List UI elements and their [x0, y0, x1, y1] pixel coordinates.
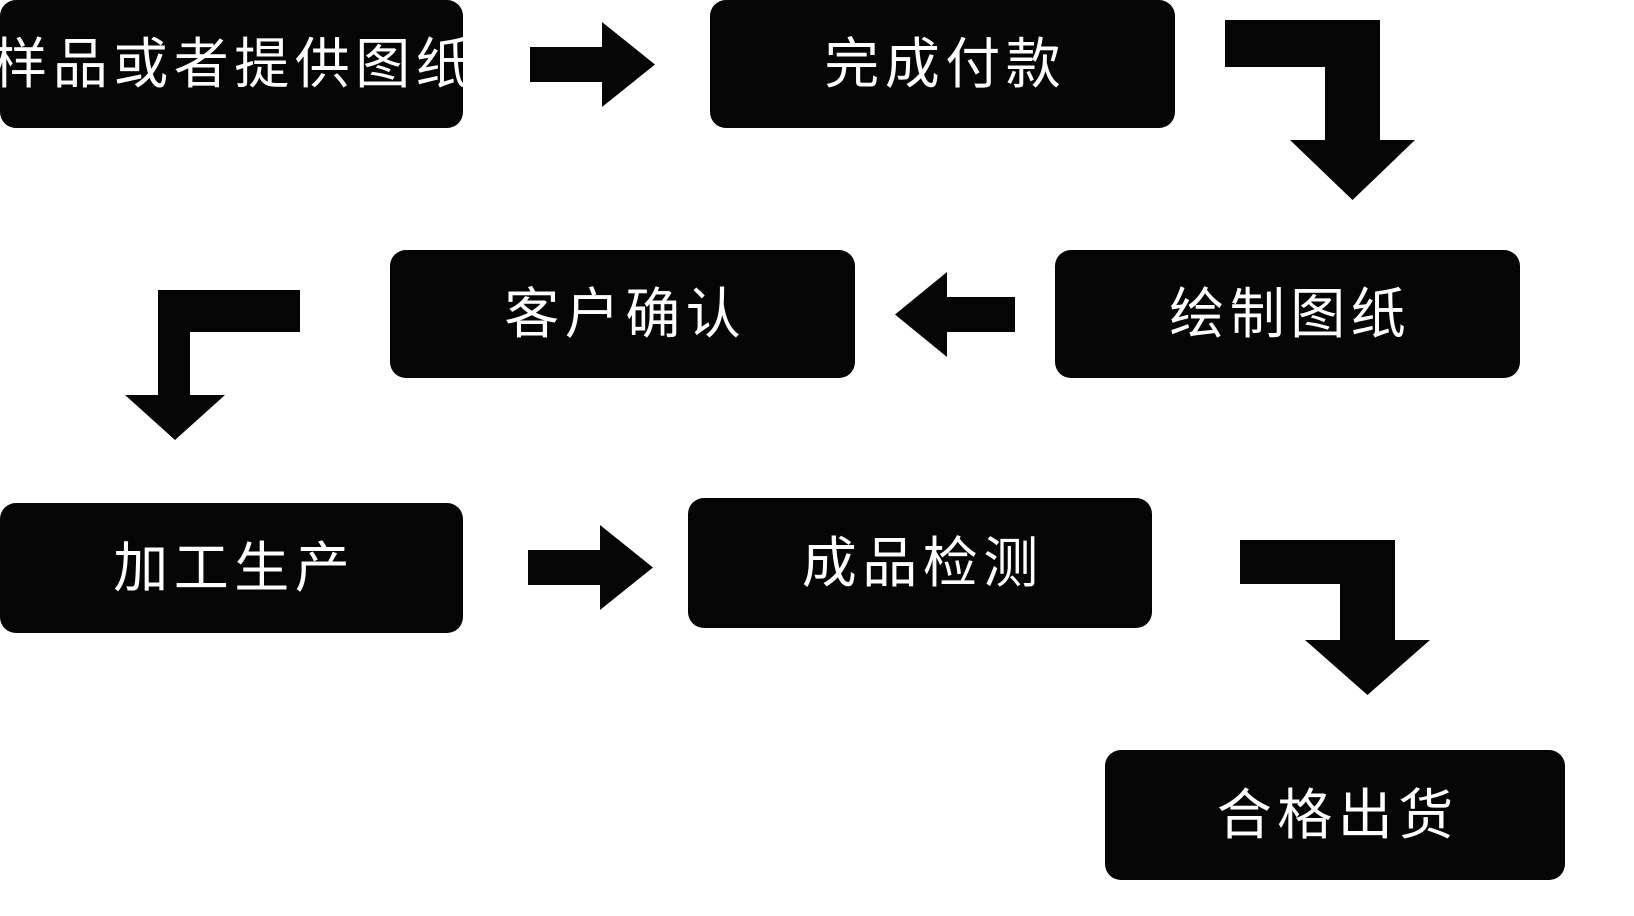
- node-label: 客户确认: [504, 282, 747, 345]
- node-label: 成品检测: [801, 531, 1044, 594]
- node-label: 完成付款: [824, 32, 1067, 95]
- node-label: 绘制图纸: [1169, 282, 1412, 345]
- connector-elbow-right-down-inspection-to-shipment: [1240, 540, 1430, 695]
- node-qualified-shipment[interactable]: 合格出货: [1105, 750, 1565, 880]
- node-finished-product-inspection[interactable]: 成品检测: [688, 498, 1152, 628]
- connector-arrow-left-drawing-to-confirm: [895, 272, 1015, 357]
- node-draw-blueprint[interactable]: 绘制图纸: [1055, 250, 1520, 378]
- node-sample-or-drawing[interactable]: 样品或者提供图纸: [0, 0, 471, 128]
- connector-arrow-right-sample-to-payment: [530, 22, 655, 107]
- connector-elbow-left-down-confirm-to-production: [125, 290, 300, 440]
- connector-arrow-right-production-to-inspection: [528, 525, 653, 610]
- node-complete-payment[interactable]: 完成付款: [710, 0, 1175, 128]
- node-label: 合格出货: [1216, 783, 1459, 846]
- node-customer-confirm[interactable]: 客户确认: [390, 250, 855, 378]
- node-label: 加工生产: [113, 536, 356, 599]
- node-label: 样品或者提供图纸: [0, 32, 477, 95]
- node-processing-production[interactable]: 加工生产: [0, 503, 463, 633]
- connector-elbow-right-down-payment-to-drawing: [1225, 20, 1415, 200]
